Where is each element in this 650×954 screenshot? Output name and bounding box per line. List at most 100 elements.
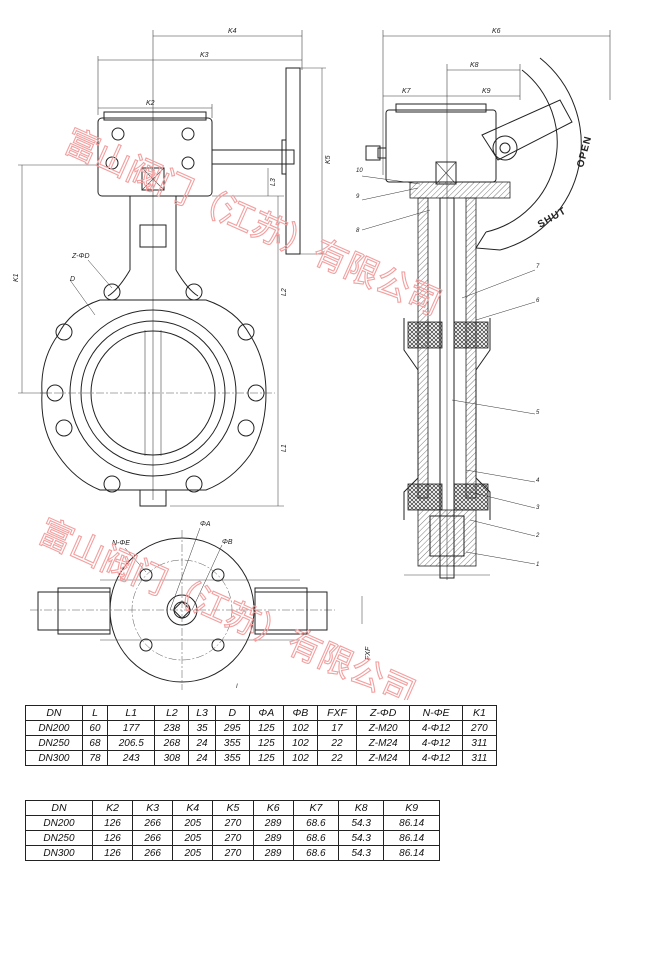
col-header: ΦB bbox=[282, 705, 318, 721]
flange-view bbox=[30, 527, 363, 690]
table-row: DN200 126 266 205 270 289 68.6 54.3 86.1… bbox=[25, 815, 440, 831]
table-cell: 4-Φ12 bbox=[409, 720, 463, 736]
col-header: D bbox=[214, 705, 250, 721]
table-cell: 289 bbox=[252, 845, 294, 861]
dim-label-k9: K9 bbox=[482, 88, 491, 95]
col-header: L bbox=[81, 705, 109, 721]
part-number: 10 bbox=[356, 168, 363, 174]
table-cell: 238 bbox=[154, 720, 190, 736]
table-cell: DN250 bbox=[25, 735, 83, 751]
dial-shut-label: SHUT bbox=[536, 205, 569, 230]
part-number: 1 bbox=[536, 562, 539, 568]
part-number: 6 bbox=[536, 298, 540, 304]
table-cell: DN200 bbox=[25, 720, 83, 736]
table-cell: 295 bbox=[214, 720, 250, 736]
table-cell: 126 bbox=[91, 830, 134, 846]
table-cell: Z-M24 bbox=[356, 735, 411, 751]
table-cell: 54.3 bbox=[338, 830, 385, 846]
table-cell: 22 bbox=[316, 750, 358, 766]
col-header: K1 bbox=[461, 705, 498, 721]
table-cell: 243 bbox=[107, 750, 156, 766]
col-header: L2 bbox=[154, 705, 190, 721]
table-cell: 177 bbox=[107, 720, 156, 736]
table-cell: 102 bbox=[282, 750, 318, 766]
table-header-row: DN K2 K3 K4 K5 K6 K7 K8 K9 bbox=[25, 800, 440, 816]
col-header: K2 bbox=[91, 800, 134, 816]
table-cell: 308 bbox=[154, 750, 190, 766]
table-cell: 355 bbox=[214, 735, 250, 751]
table-cell: 126 bbox=[91, 845, 134, 861]
col-header: N-ΦE bbox=[409, 705, 463, 721]
table-cell: Z-M20 bbox=[356, 720, 411, 736]
col-header: Z-ΦD bbox=[356, 705, 411, 721]
table-cell: 270 bbox=[212, 845, 254, 861]
table-cell: 102 bbox=[282, 720, 318, 736]
table-header-row: DN L L1 L2 L3 D ΦA ΦB FXF Z-ΦD N-ΦE K1 bbox=[25, 705, 498, 721]
table-cell: 35 bbox=[188, 720, 216, 736]
table-cell: 125 bbox=[248, 735, 284, 751]
part-number: 7 bbox=[536, 264, 540, 270]
col-header: K8 bbox=[338, 800, 385, 816]
table-cell: 205 bbox=[172, 845, 214, 861]
watermark-upper: 富山阀门（江苏）有限公司 bbox=[58, 122, 447, 324]
side-section-view: OPEN SHUT bbox=[361, 30, 611, 580]
table-cell: 4-Φ12 bbox=[409, 735, 463, 751]
dim-label-k4: K4 bbox=[228, 28, 237, 35]
table-cell: 60 bbox=[81, 720, 109, 736]
table-cell: DN250 bbox=[25, 830, 93, 846]
part-number: 8 bbox=[356, 228, 360, 234]
table-cell: 266 bbox=[132, 845, 174, 861]
table-cell: 270 bbox=[212, 830, 254, 846]
table-cell: 205 bbox=[172, 815, 214, 831]
table-row: DN300 126 266 205 270 289 68.6 54.3 86.1… bbox=[25, 845, 440, 861]
table-cell: 311 bbox=[461, 735, 498, 751]
dim-label-l1: L1 bbox=[281, 444, 288, 452]
table-cell: 270 bbox=[212, 815, 254, 831]
table-cell: 54.3 bbox=[338, 815, 385, 831]
table-cell: 270 bbox=[461, 720, 498, 736]
dim-label-k7: K7 bbox=[402, 88, 412, 95]
table-cell: 355 bbox=[214, 750, 250, 766]
table-cell: 68.6 bbox=[292, 830, 340, 846]
dim-label-l2: L2 bbox=[281, 288, 288, 296]
table-cell: 289 bbox=[252, 830, 294, 846]
table-row: DN300 78 243 308 24 355 125 102 22 Z-M24… bbox=[25, 750, 498, 766]
table-cell: 125 bbox=[248, 750, 284, 766]
table-cell: 86.14 bbox=[383, 845, 440, 861]
dim-label-z-d: Z-ΦD bbox=[71, 253, 90, 260]
table-cell: DN300 bbox=[25, 750, 83, 766]
table-cell: 311 bbox=[461, 750, 498, 766]
table-row: DN250 126 266 205 270 289 68.6 54.3 86.1… bbox=[25, 830, 440, 846]
table-cell: 68.6 bbox=[292, 815, 340, 831]
table-cell: 22 bbox=[316, 735, 358, 751]
table-cell: 206.5 bbox=[107, 735, 156, 751]
table-cell: 205 bbox=[172, 830, 214, 846]
dial-open-label: OPEN bbox=[575, 135, 594, 169]
col-header: K3 bbox=[132, 800, 174, 816]
part-number: 3 bbox=[536, 505, 540, 511]
table-cell: 266 bbox=[132, 815, 174, 831]
table-cell: Z-M24 bbox=[356, 750, 411, 766]
dim-label-b: ΦB bbox=[222, 539, 233, 546]
col-header: L3 bbox=[188, 705, 216, 721]
dim-label-k8: K8 bbox=[470, 62, 479, 69]
col-header: K4 bbox=[172, 800, 214, 816]
col-header: DN bbox=[25, 705, 83, 721]
stray-mark: I bbox=[236, 684, 238, 690]
table-cell: 24 bbox=[188, 750, 216, 766]
dim-label-fxf: FXF bbox=[365, 646, 372, 660]
table-cell: DN200 bbox=[25, 815, 93, 831]
part-number: 2 bbox=[535, 533, 540, 539]
spec-table-1: DN L L1 L2 L3 D ΦA ΦB FXF Z-ΦD N-ΦE K1 D… bbox=[25, 705, 498, 766]
dim-label-k2: K2 bbox=[146, 100, 155, 107]
col-header: DN bbox=[25, 800, 93, 816]
dim-label-k3: K3 bbox=[200, 52, 209, 59]
table-cell: 289 bbox=[252, 815, 294, 831]
dim-label-l3: L3 bbox=[270, 178, 277, 186]
table-cell: 86.14 bbox=[383, 830, 440, 846]
table-cell: DN300 bbox=[25, 845, 93, 861]
part-number: 4 bbox=[536, 478, 540, 484]
dim-label-a: ΦA bbox=[200, 521, 211, 528]
table-cell: 125 bbox=[248, 720, 284, 736]
dim-label-k5: K5 bbox=[325, 155, 332, 164]
